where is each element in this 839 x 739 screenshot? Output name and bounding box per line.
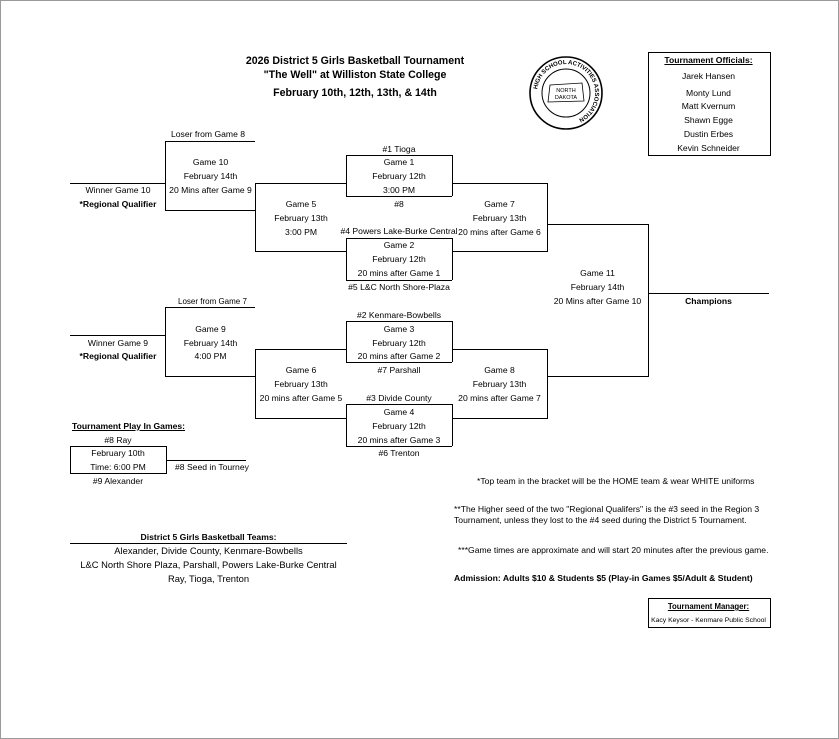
game4-time: 20 mins after Game 3 <box>357 435 441 445</box>
page-title: 2026 District 5 Girls Basketball Tournam… <box>245 55 465 67</box>
dates-line: February 10th, 12th, 13th, & 14th <box>273 87 437 99</box>
game3-time: 20 mins after Game 2 <box>357 351 441 361</box>
manager-heading: Tournament Manager: <box>667 602 750 611</box>
manager-name: Kacy Keysor - Kenmare Public School <box>651 617 766 624</box>
game11-name: Game 11 <box>580 268 615 278</box>
game5-time: 3:00 PM <box>284 227 317 237</box>
regional-qualifier-label: *Regional Qualifier <box>79 199 157 209</box>
game6-name: Game 6 <box>285 365 317 375</box>
game2-time: 20 mins after Game 1 <box>357 268 441 278</box>
game4-name: Game 4 <box>383 407 415 417</box>
official-name: Monty Lund <box>686 88 731 98</box>
game6-time: 20 mins after Game 5 <box>259 393 343 403</box>
play-in-time: Time: 6:00 PM <box>90 462 146 472</box>
game4-date: February 12th <box>372 421 426 431</box>
official-name: Dustin Erbes <box>683 129 734 139</box>
officials-box <box>648 52 771 156</box>
svg-text:NORTH: NORTH <box>556 88 575 94</box>
seed-3-divide-county: #3 Divide County <box>366 393 432 403</box>
seed-2-kenmare: #2 Kenmare-Bowbells <box>356 310 442 320</box>
champions-label: Champions <box>685 296 732 306</box>
game1-date: February 12th <box>372 171 426 181</box>
game9-time: 4:00 PM <box>194 351 227 361</box>
game9-date: February 14th <box>183 338 238 348</box>
manager-box <box>648 598 771 628</box>
official-name: Kevin Schneider <box>677 143 740 153</box>
game10-time: 20 Mins after Game 9 <box>169 185 252 195</box>
teams-line: Alexander, Divide County, Kenmare-Bowbel… <box>114 545 303 556</box>
game11-date: February 14th <box>570 282 625 292</box>
game3-date: February 12th <box>372 338 426 348</box>
association-seal-logo: HIGH SCHOOL ACTIVITIES ASSOCIATION NORTH… <box>529 56 603 130</box>
game10-name: Game 10 <box>192 157 229 167</box>
game2-date: February 12th <box>372 254 426 264</box>
admission-text: Admission: Adults $10 & Students $5 (Pla… <box>454 573 753 583</box>
officials-heading: Tournament Officials: <box>664 55 753 65</box>
seed-8: #8 <box>394 199 404 209</box>
game8-time: 20 mins after Game 7 <box>458 393 541 403</box>
play-in-date: February 10th <box>91 448 145 458</box>
seed-1-tioga: #1 Tioga <box>382 144 416 154</box>
game8-date: February 13th <box>472 379 527 389</box>
seed-6-trenton: #6 Trenton <box>378 448 420 458</box>
note-home-team: *Top team in the bracket will be the HOM… <box>477 476 755 486</box>
seed-4-powers-lake: #4 Powers Lake-Burke Central <box>340 226 458 236</box>
game11-time: 20 Mins after Game 10 <box>553 296 642 306</box>
note-regional-qualifiers-1: **The Higher seed of the two "Regional Q… <box>454 504 760 514</box>
game5-name: Game 5 <box>285 199 317 209</box>
loser-from-game-7: Loser from Game 7 <box>178 297 247 306</box>
game8-name: Game 8 <box>484 365 515 375</box>
teams-line: Ray, Tioga, Trenton <box>167 573 250 584</box>
regional-qualifier-label: *Regional Qualifier <box>79 351 157 361</box>
note-game-times: ***Game times are approximate and will s… <box>458 545 769 555</box>
note-regional-qualifiers-2: Tournament, unless they lost to the #4 s… <box>454 515 747 525</box>
play-in-bottom-team: #9 Alexander <box>92 476 144 486</box>
official-name: Matt Kvernum <box>681 101 736 111</box>
winner-game-10: Winner Game 10 <box>85 185 151 195</box>
game5-date: February 13th <box>274 213 328 223</box>
teams-line: L&C North Shore Plaza, Parshall, Powers … <box>80 559 337 570</box>
game6-date: February 13th <box>274 379 328 389</box>
game10-date: February 14th <box>183 171 238 181</box>
game7-name: Game 7 <box>484 199 515 209</box>
game3-name: Game 3 <box>383 324 415 334</box>
game9-name: Game 9 <box>195 324 226 334</box>
teams-heading: District 5 Girls Basketball Teams: <box>140 532 277 542</box>
seed-7-parshall: #7 Parshall <box>377 365 421 375</box>
winner-game-9: Winner Game 9 <box>87 338 149 348</box>
official-name: Jarek Hansen <box>681 71 736 81</box>
seed-5-lc-north-shore: #5 L&C North Shore-Plaza <box>348 282 450 292</box>
loser-from-game-8: Loser from Game 8 <box>171 129 246 139</box>
svg-text:DAKOTA: DAKOTA <box>555 95 578 101</box>
game7-date: February 13th <box>472 213 527 223</box>
official-name: Shawn Egge <box>684 115 733 125</box>
play-in-heading: Tournament Play In Games: <box>72 421 186 431</box>
game1-time: 3:00 PM <box>382 185 415 195</box>
game7-time: 20 mins after Game 6 <box>458 227 541 237</box>
game2-name: Game 2 <box>383 240 415 250</box>
play-in-top-team: #8 Ray <box>104 435 132 445</box>
game1-name: Game 1 <box>383 157 415 167</box>
venue-line: "The Well" at Williston State College <box>263 69 447 81</box>
play-in-result: #8 Seed in Tourney <box>175 462 249 472</box>
